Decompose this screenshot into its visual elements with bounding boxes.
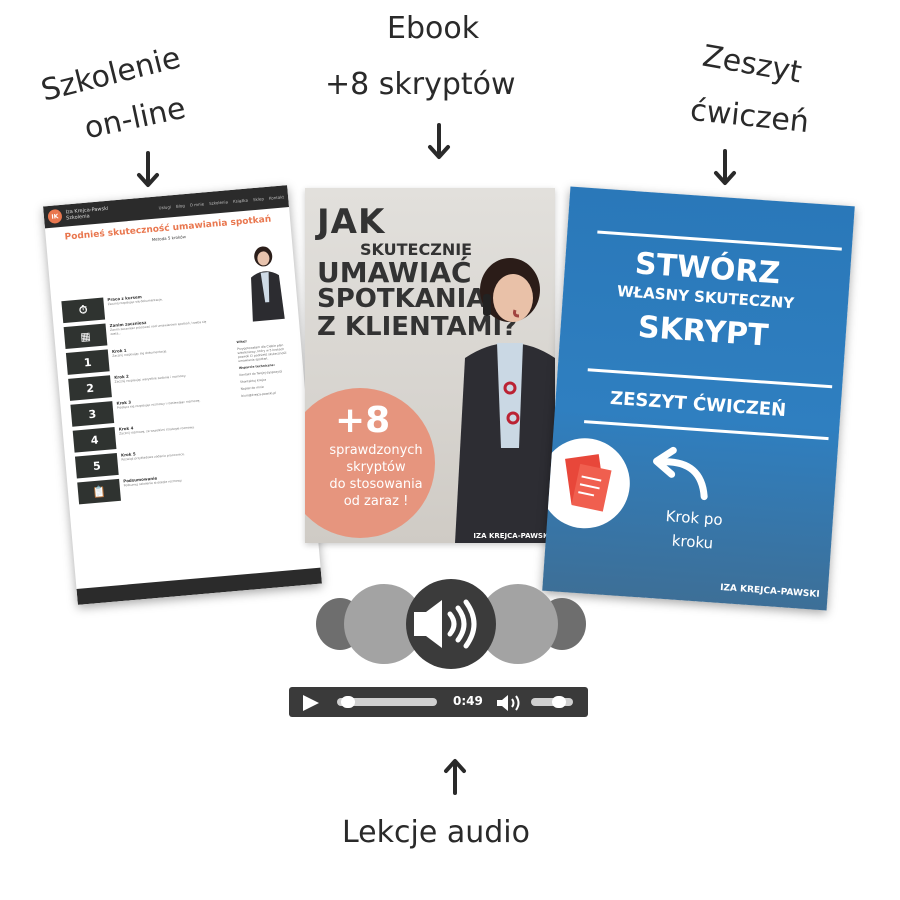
- label-online-line2: on-line: [81, 90, 189, 147]
- workbook-subtitle: ZESZYT ĆWICZEŃ: [609, 387, 787, 422]
- speaker-icon: [414, 599, 477, 649]
- timer-icon: ⏱: [61, 297, 106, 324]
- ebook-title-5: Z KLIENTAMI?: [317, 312, 518, 342]
- site-nav: Usługi Blog O mnie Szkolenia Książka Skl…: [158, 194, 284, 210]
- ebook-title-4: SPOTKANIA: [317, 284, 487, 314]
- curved-arrow-icon: [653, 446, 708, 501]
- step-number: 2: [68, 375, 112, 401]
- play-icon[interactable]: [301, 694, 321, 712]
- ebook-title-2: SKUTECZNIE: [360, 240, 473, 259]
- arrow-up-icon: [444, 759, 466, 795]
- ebook-badge: [305, 388, 435, 538]
- calendar-icon: ▦: [63, 323, 108, 350]
- divider: [584, 420, 829, 441]
- label-ebook-line2: +8 skryptów: [325, 67, 516, 102]
- site-footer: [76, 567, 322, 605]
- progress-handle[interactable]: [341, 696, 356, 708]
- label-audio: Lekcje audio: [342, 815, 530, 850]
- progress-track[interactable]: [337, 698, 437, 706]
- step-number: 4: [72, 427, 117, 453]
- arrow-down-icon: [137, 151, 159, 187]
- author-photo: [455, 258, 555, 543]
- step-number: 3: [70, 401, 115, 427]
- label-ebook-line1: Ebook: [387, 11, 480, 46]
- site-sidebar: Witaj! Przygotowałam dla Ciebie plan szk…: [236, 339, 287, 398]
- time-readout: 0:49: [453, 694, 483, 708]
- step-number: 5: [74, 452, 119, 479]
- ebook-title-1: JAK: [317, 202, 386, 242]
- ebook-author: IZA KREJCA-PAWSKI: [473, 532, 551, 540]
- nav-item[interactable]: Sklep: [252, 195, 265, 202]
- arrow-down-icon: [714, 149, 736, 185]
- nav-item[interactable]: Szkolenia: [208, 198, 229, 206]
- arrow-down-icon: [428, 123, 450, 159]
- volume-handle[interactable]: [552, 696, 566, 708]
- site-brand: Iza Krejca-Pawski Szkolenia: [65, 205, 109, 222]
- ebook-cover: JAK SKUTECZNIE UMAWIAĆ SPOTKANIA Z KLIEN…: [305, 188, 555, 543]
- label-workbook-line2: ćwiczeń: [688, 92, 811, 141]
- site-logo: IK: [47, 208, 63, 225]
- nav-item[interactable]: Blog: [175, 202, 185, 209]
- ebook-badge-text: sprawdzonych skryptów do stosowania od z…: [329, 443, 423, 509]
- ebook-badge-number: +8: [335, 400, 391, 441]
- workbook-step-text: Krok po kroku: [665, 507, 724, 553]
- nav-item[interactable]: Usługi: [158, 203, 172, 210]
- divider: [587, 368, 833, 389]
- step-number: 1: [65, 349, 110, 375]
- nav-item[interactable]: Książka: [232, 197, 249, 204]
- volume-icon[interactable]: [495, 693, 523, 713]
- website-mockup: IK Iza Krejca-Pawski Szkolenia Usługi Bl…: [43, 185, 322, 605]
- document-icon: [542, 435, 633, 532]
- label-workbook-line1: Zeszyt: [699, 38, 805, 91]
- audio-player: 0:49: [289, 687, 588, 717]
- nav-item[interactable]: O mnie: [189, 200, 205, 208]
- workbook-author: IZA KREJCA-PAWSKI: [719, 582, 820, 600]
- workbook-cover: STWÓRZ WŁASNY SKUTECZNY SKRYPT ZESZYT ĆW…: [542, 186, 855, 611]
- clipboard-icon: 📋: [77, 478, 121, 505]
- nav-item[interactable]: Kontakt: [268, 193, 285, 201]
- ebook-title-3: UMAWIAĆ: [317, 256, 472, 289]
- audio-cloud-speaker: [316, 579, 586, 669]
- author-photo: [251, 246, 285, 322]
